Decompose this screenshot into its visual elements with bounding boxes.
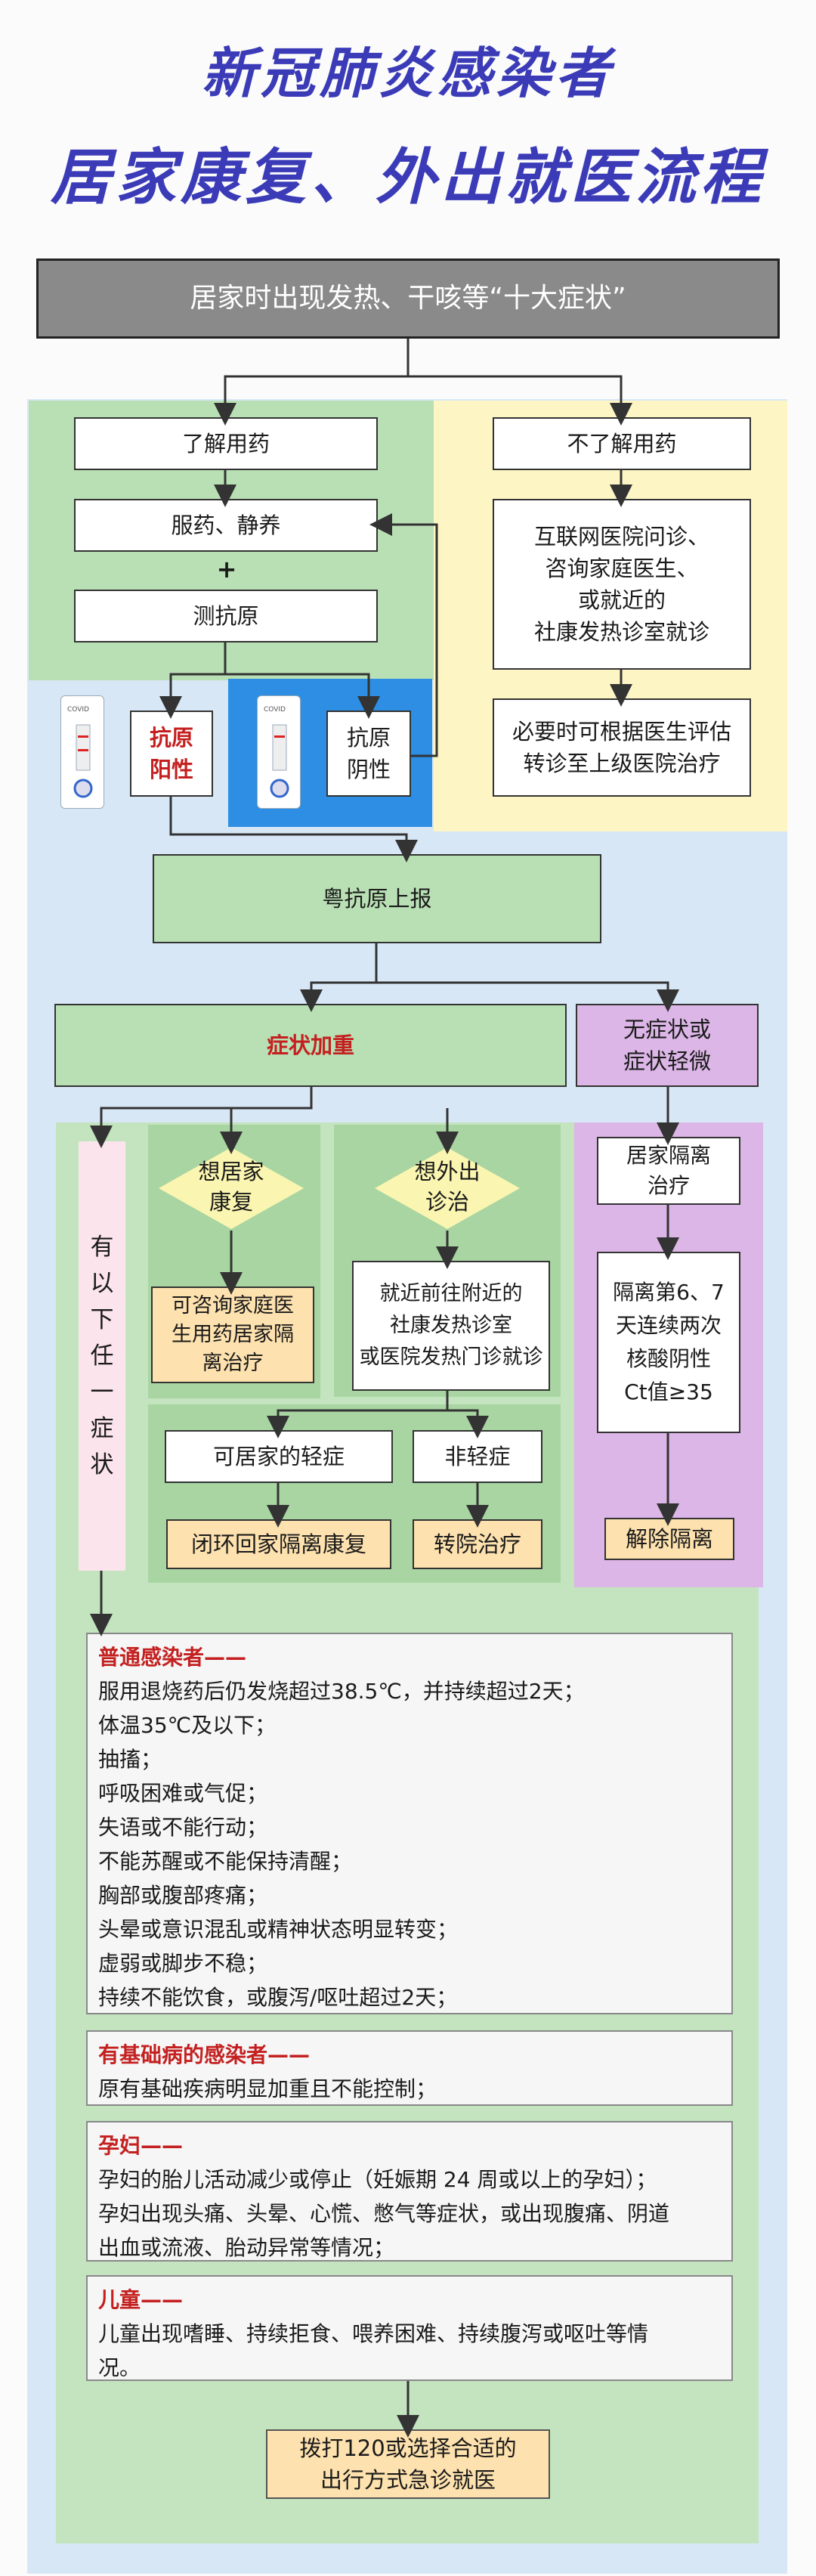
group-title: 普通感染者——: [98, 1645, 247, 1670]
plus-sign: +: [216, 555, 237, 584]
top-symptoms-box: 居家时出现发热、干咳等“十大症状”: [36, 259, 780, 339]
list-item: 孕妇的胎儿活动减少或停止（妊娠期 24 周或以上的孕妇）；: [98, 2167, 657, 2192]
list-item: 出血或流液、胎动异常等情况；: [98, 2235, 395, 2260]
know-meds-box: 了解用药: [74, 417, 378, 470]
group-underlying: 有基础病的感染者—— 原有基础疾病明显加重且不能控制；: [86, 2030, 733, 2106]
svg-text:COVID: COVID: [264, 706, 286, 714]
symptoms-worsen-box: 症状加重: [54, 1004, 567, 1087]
antigen-report-box: 粤抗原上报: [153, 854, 601, 943]
group-children: 儿童—— 儿童出现嗜睡、持续拒食、喂养困难、持续腹泻或呕吐等情 况。: [86, 2275, 733, 2381]
want-out-diamond: 想外出 诊治: [373, 1146, 521, 1231]
home-consult-box: 可咨询家庭医 生用药居家隔 离治疗: [151, 1286, 314, 1383]
antigen-negative-box: 抗原 阴性: [326, 711, 411, 797]
consult-box: 互联网医院问诊、 咨询家庭医生、 或就近的 社康发热诊室就诊: [493, 499, 751, 670]
group-pregnant: 孕妇—— 孕妇的胎儿活动减少或停止（妊娠期 24 周或以上的孕妇）； 孕妇出现头…: [86, 2121, 733, 2262]
group-title: 有基础病的感染者——: [98, 2042, 311, 2067]
want-home-label: 想居家 康复: [198, 1159, 264, 1215]
list-item: 抽搐；: [98, 1747, 162, 1772]
list-item: 服用退烧药后仍发烧超过38.5℃，并持续超过2天；: [98, 1679, 585, 1704]
transfer-box: 必要时可根据医生评估 转诊至上级医院治疗: [493, 698, 751, 797]
transfer-treat-box: 转院治疗: [413, 1519, 542, 1569]
list-item: 失语或不能行动；: [98, 1815, 268, 1840]
any-symptom-column: 有 以 下 任 一 症 状: [79, 1141, 125, 1571]
page-title-line1: 新冠肺炎感染者: [201, 42, 614, 105]
group-title: 孕妇——: [98, 2133, 184, 2158]
list-item: 况。: [98, 2355, 141, 2380]
list-item: 孕妇出现头痛、头晕、心慌、憋气等症状，或出现腹痛、阴道: [98, 2201, 670, 2226]
home-isolation-box: 居家隔离 治疗: [597, 1137, 740, 1205]
list-item: 体温35℃及以下；: [98, 1713, 277, 1738]
svg-text:COVID: COVID: [67, 706, 89, 714]
test-antigen-box: 测抗原: [74, 590, 378, 642]
emergency-box: 拨打120或选择合适的 出行方式急诊就医: [266, 2429, 550, 2499]
want-home-diamond: 想居家 康复: [157, 1146, 305, 1231]
antigen-test-card-icon: COVID: [257, 695, 301, 809]
antigen-positive-box: 抗原 阳性: [130, 711, 213, 797]
antigen-test-card-icon: COVID: [60, 695, 104, 809]
want-out-label: 想外出 诊治: [414, 1159, 481, 1215]
list-item: 头晕或意识混乱或精神状态明显转变；: [98, 1917, 459, 1942]
medicate-rest-box: 服药、静养: [74, 499, 378, 552]
list-item: 原有基础疾病明显加重且不能控制；: [98, 2076, 437, 2101]
list-item: 持续不能饮食，或腹泻/呕吐超过2天；: [98, 1985, 458, 2010]
mild-symptoms-box: 无症状或 症状轻微: [576, 1004, 759, 1087]
go-clinic-box: 就近前往附近的 社康发热诊室 或医院发热门诊就诊: [352, 1261, 550, 1391]
group-title: 儿童——: [98, 2287, 184, 2312]
page-title-line2: 居家康复、外出就医流程: [51, 142, 765, 212]
list-item: 胸部或腹部疼痛；: [98, 1883, 268, 1908]
list-item: 虚弱或脚步不稳；: [98, 1951, 268, 1976]
list-item: 呼吸困难或气促；: [98, 1781, 268, 1806]
mild-home-box: 可居家的轻症: [165, 1430, 393, 1483]
non-mild-box: 非轻症: [413, 1430, 542, 1483]
list-item: 儿童出现嗜睡、持续拒食、喂养困难、持续腹泻或呕吐等情: [98, 2321, 649, 2346]
group-general: 普通感染者—— 服用退烧药后仍发烧超过38.5℃，并持续超过2天； 体温35℃及…: [86, 1633, 733, 2014]
dont-know-meds-box: 不了解用药: [493, 417, 751, 470]
isolation-rule-box: 隔离第6、7 天连续两次 核酸阴性 Ct值≥35: [597, 1252, 740, 1433]
list-item: 不能苏醒或不能保持清醒；: [98, 1849, 353, 1874]
